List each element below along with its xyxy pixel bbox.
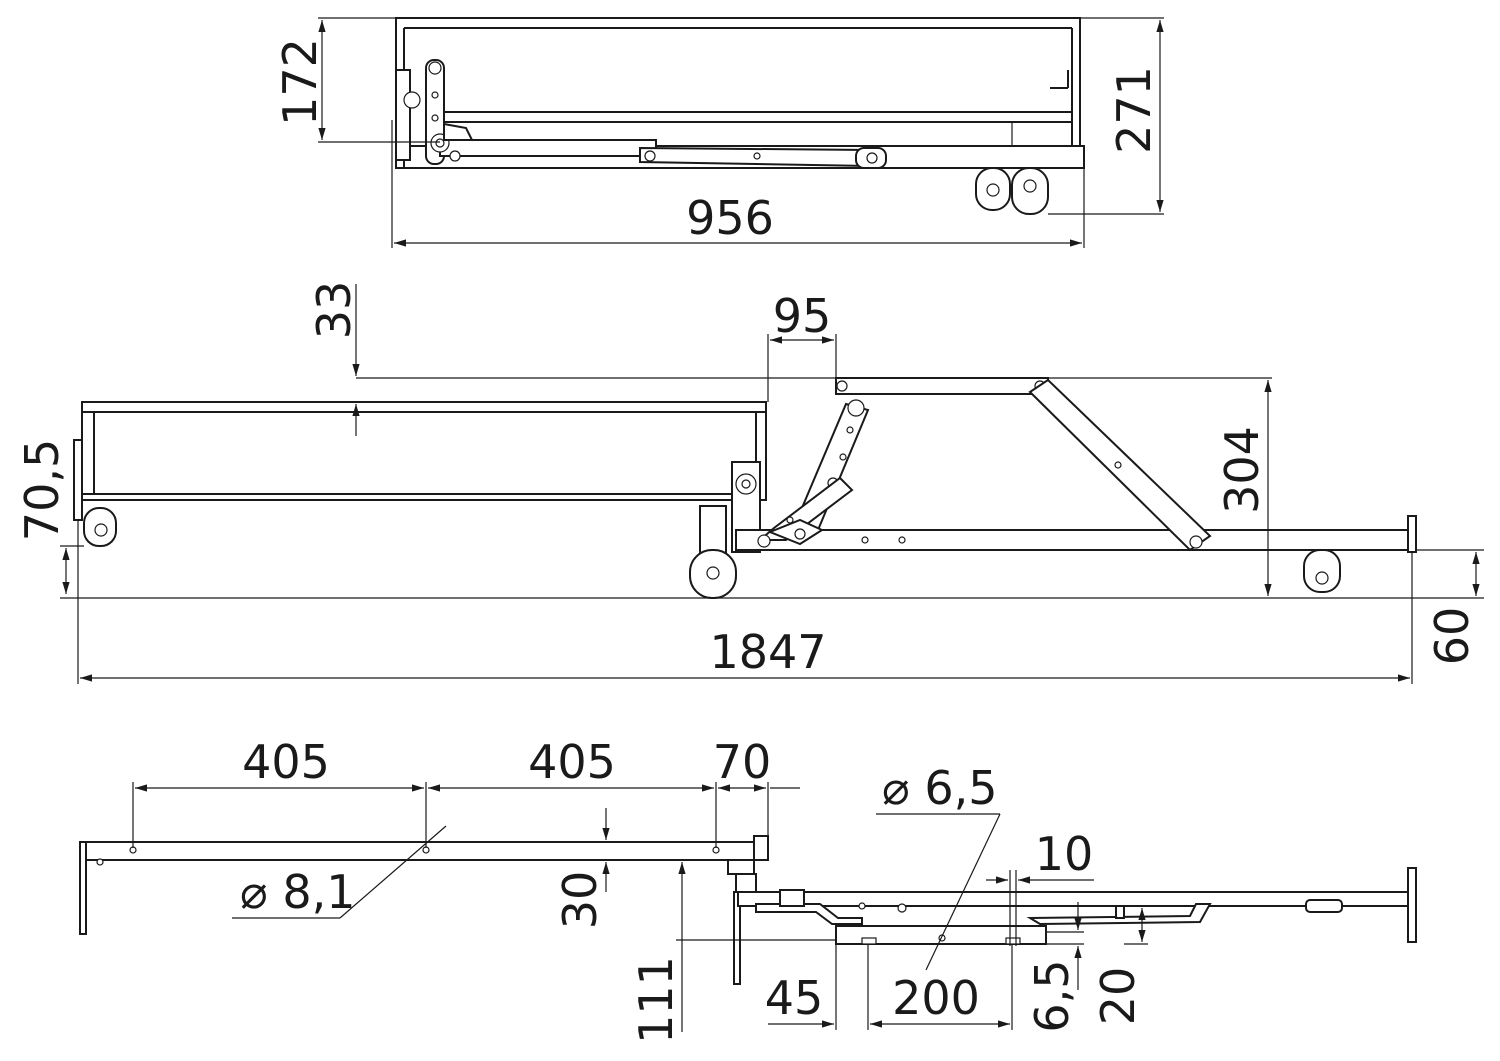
dim-6-5-slot: 6,5	[1025, 959, 1079, 1032]
closed-bed-view: 172 271 956	[273, 17, 1164, 248]
lower-rail	[735, 529, 1409, 551]
dim-70: 70	[713, 735, 772, 789]
dim-60: 60	[1425, 607, 1479, 666]
right-wheel	[1303, 549, 1341, 593]
dim-45: 45	[765, 971, 824, 1025]
left-bracket	[395, 69, 411, 161]
dim-10: 10	[1035, 827, 1094, 881]
dim-70-5: 70,5	[15, 439, 69, 541]
wheel-pair	[975, 167, 1049, 215]
upper-platform	[835, 377, 1049, 395]
dim-33: 33	[307, 281, 361, 340]
dim-956: 956	[686, 191, 774, 245]
dim-172: 172	[273, 38, 327, 126]
dim-hole-8-1: ⌀ 8,1	[240, 865, 355, 919]
dim-304: 304	[1215, 426, 1269, 514]
extended-bed-view: 33 95 70,5 304 1847 60	[15, 281, 1484, 684]
dim-1847: 1847	[709, 625, 826, 679]
dim-111: 111	[629, 956, 683, 1044]
dim-200: 200	[892, 971, 980, 1025]
left-frame	[81, 401, 767, 501]
dim-hole-6-5: ⌀ 6,5	[882, 761, 997, 815]
dim-95: 95	[773, 289, 832, 343]
rail-detail-view: 405 405 70 ⌀ 8,1 30 111 ⌀ 6,5	[79, 735, 1417, 1044]
dim-20: 20	[1091, 967, 1145, 1026]
dim-30: 30	[553, 871, 607, 930]
middle-wheel	[689, 505, 737, 599]
dim-405-b: 405	[528, 735, 616, 789]
link-arm	[757, 476, 854, 541]
arm-upper	[439, 139, 657, 157]
dim-271: 271	[1107, 66, 1161, 154]
left-wheel	[83, 507, 117, 547]
dim-405-a: 405	[242, 735, 330, 789]
